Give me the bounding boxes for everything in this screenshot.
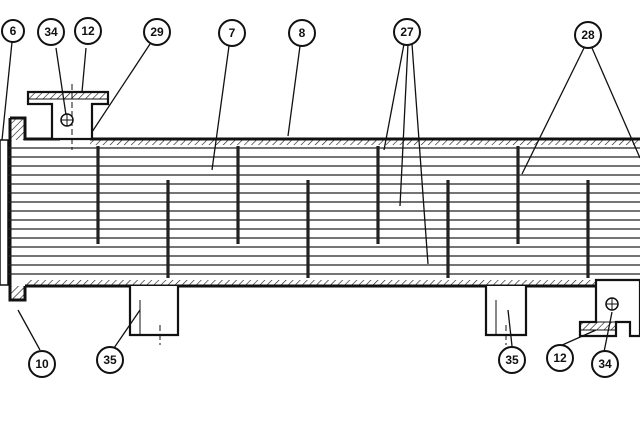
callout-7: 7 xyxy=(218,19,246,47)
callout-35-left-label: 35 xyxy=(103,353,117,367)
callout-12-bottom: 12 xyxy=(546,344,574,372)
callout-27-label: 27 xyxy=(400,25,414,39)
bottom-outlet-nozzle xyxy=(578,278,640,338)
callout-28-label: 28 xyxy=(581,28,595,42)
callout-8: 8 xyxy=(288,19,316,47)
shell-top-wall xyxy=(90,139,640,145)
tube-sheet xyxy=(0,139,9,286)
shell xyxy=(8,116,640,302)
shell-bottom-wall xyxy=(25,280,615,286)
callout-12-top: 12 xyxy=(74,17,102,45)
callout-12-top-label: 12 xyxy=(81,24,95,38)
callout-35-right-label: 35 xyxy=(505,353,519,367)
callout-12-bottom-label: 12 xyxy=(553,351,567,365)
callout-10-label: 10 xyxy=(35,357,49,371)
callout-27: 27 xyxy=(393,18,421,46)
saddle-support-left xyxy=(128,286,180,345)
callout-6: 6 xyxy=(1,19,25,43)
callout-34-top: 34 xyxy=(37,18,65,46)
callout-29: 29 xyxy=(143,18,171,46)
callout-8-label: 8 xyxy=(299,26,306,40)
saddle-support-right xyxy=(484,286,528,345)
callout-34-bottom-label: 34 xyxy=(598,357,612,371)
callout-28: 28 xyxy=(574,21,602,49)
shell-left-channel xyxy=(8,116,60,302)
callout-6-label: 6 xyxy=(10,24,17,38)
callout-35-left: 35 xyxy=(96,346,124,374)
callout-10: 10 xyxy=(28,350,56,378)
baffles xyxy=(96,146,590,278)
callout-34-bottom: 34 xyxy=(591,350,619,378)
top-inlet-nozzle xyxy=(26,84,110,150)
tube-bundle xyxy=(8,147,640,275)
callout-34-top-label: 34 xyxy=(44,25,58,39)
leader-lines xyxy=(1,41,640,353)
callout-35-right: 35 xyxy=(498,346,526,374)
callout-29-label: 29 xyxy=(150,25,164,39)
callout-7-label: 7 xyxy=(229,26,236,40)
